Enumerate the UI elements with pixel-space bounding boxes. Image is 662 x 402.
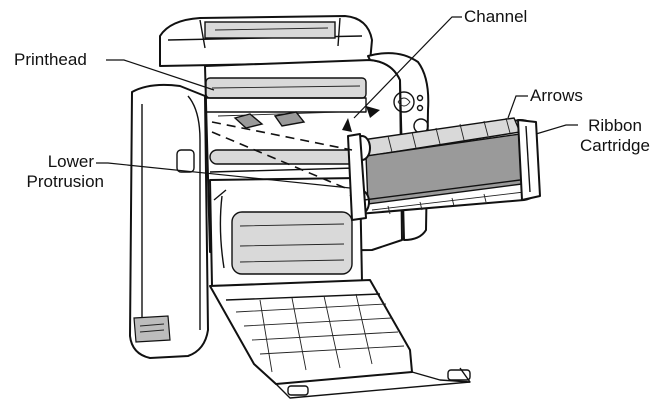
printhead-label: Printhead: [14, 50, 87, 69]
channel-arrow-icon-2: [342, 118, 352, 132]
lower-protrusion-leader: [96, 162, 351, 189]
lower-protrusion-label-line2: Protrusion: [26, 172, 104, 191]
ribbon-cartridge-label-line1: Ribbon: [588, 116, 642, 135]
lower-protrusion-label-line1: Lower: [47, 152, 94, 171]
ribbon-cartridge-label-line2: Cartridge: [580, 136, 650, 155]
printhead-leader: [106, 59, 215, 91]
arrows-label: Arrows: [530, 86, 583, 105]
media-door: [209, 279, 471, 399]
channel-leader: [353, 16, 462, 119]
channel-label: Channel: [464, 7, 528, 26]
ribbon-cartridge: [347, 117, 541, 221]
insertion-guide-dashed: [211, 121, 353, 191]
channel-arrow-icon: [366, 106, 380, 118]
arrows-leader: [507, 95, 528, 119]
ribbon-cartridge-leader: [535, 124, 578, 135]
